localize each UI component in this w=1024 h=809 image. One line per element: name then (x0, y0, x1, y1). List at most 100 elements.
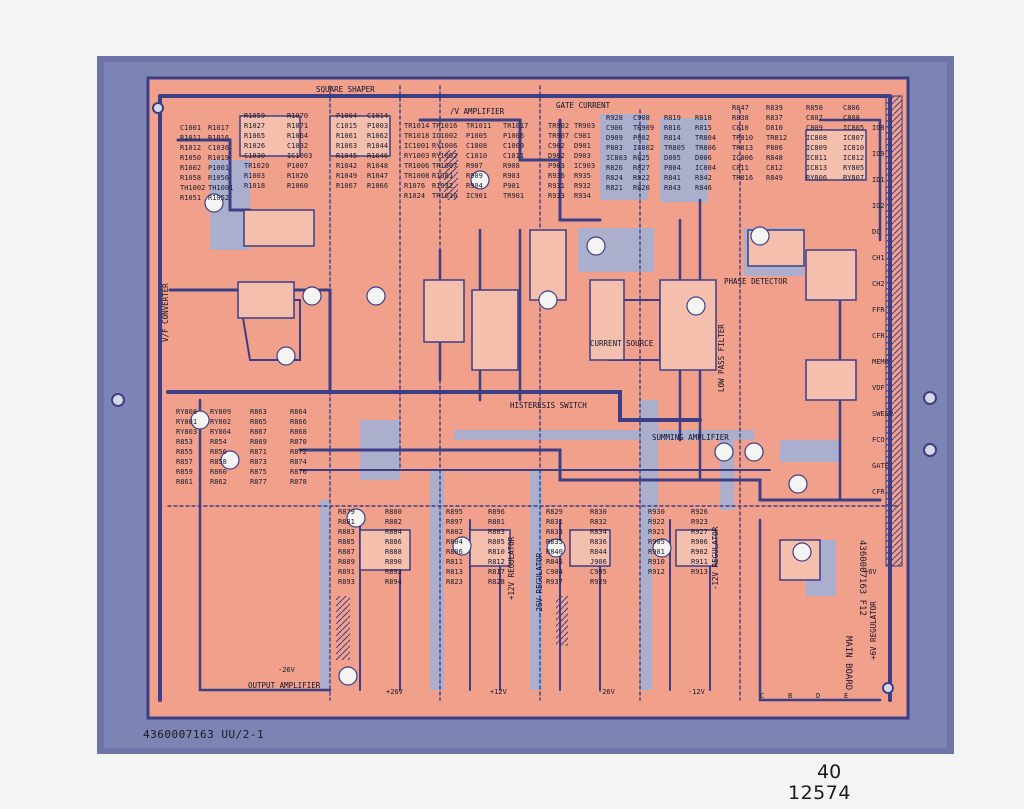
part-label: R1049 (336, 172, 357, 180)
part-label: R845 (546, 558, 563, 566)
part-label: TR909 (633, 124, 654, 132)
part-label: R872 (290, 448, 307, 456)
part-label: R1067 (336, 182, 357, 190)
part-label: R842 (695, 174, 712, 182)
part-label: R825 (633, 154, 650, 162)
part-label: TR812 (766, 134, 787, 142)
part-label: R1042 (336, 162, 357, 170)
section-reg-6p: +6V REGULATOR (869, 601, 878, 660)
part-label: R812 (488, 558, 505, 566)
part-label: R1024 (404, 192, 425, 200)
part-label: R806 (446, 548, 463, 556)
board-side-id: 4360007163 F12 (857, 540, 867, 616)
part-label: R1066 (367, 182, 388, 190)
part-label: R868 (290, 428, 307, 436)
part-label: IC811 (806, 154, 827, 162)
part-label: C1036 (208, 144, 229, 152)
part-label: TR901 (503, 192, 524, 200)
part-label: P803 (606, 144, 623, 152)
part-label: R861 (176, 478, 193, 486)
part-label: R1070 (287, 112, 308, 120)
part-label: R818 (695, 114, 712, 122)
part-label: C806 (843, 104, 860, 112)
part-label: R1065 (244, 132, 265, 140)
section-low-pass-filter: LOW PASS FILTER (717, 324, 726, 392)
part-label: IC804 (695, 164, 716, 172)
part-label: R1044 (367, 142, 388, 150)
ic-footprints (237, 115, 867, 581)
part-label: C904 (546, 568, 563, 576)
part-label: R817 (488, 568, 505, 576)
part-label: R887 (338, 548, 355, 556)
part-label: D903 (574, 152, 591, 160)
part-label: R1020 (287, 172, 308, 180)
part-label: C809 (806, 124, 823, 132)
part-label: P1007 (287, 162, 308, 170)
part-label: R875 (250, 468, 267, 476)
part-label: R863 (250, 408, 267, 416)
part-label: C1011 (503, 152, 524, 160)
part-label: R849 (766, 174, 783, 182)
part-label: R838 (732, 114, 749, 122)
part-label: R888 (385, 548, 402, 556)
part-label: R826 (606, 164, 623, 172)
part-label: R854 (210, 438, 227, 446)
part-label: R832 (590, 518, 607, 526)
part-label: R853 (176, 438, 193, 446)
part-label: P901 (503, 182, 520, 190)
section-phase-detector: PHASE DETECTOR (724, 277, 788, 286)
part-label: TR806 (695, 144, 716, 152)
part-label: P1001 (208, 164, 229, 172)
part-label: R913 (691, 568, 708, 576)
section-reg-12p: +12V REGULATOR (507, 536, 516, 600)
part-label: R1076 (404, 182, 425, 190)
part-label: R879 (338, 508, 355, 516)
part-label: C901 (574, 132, 591, 140)
part-label: R909 (466, 172, 483, 180)
part-label: R893 (338, 578, 355, 586)
part-label: R813 (446, 568, 463, 576)
terminal-labels: IO8IO9ID1IO2DCCH1CH2FFRCFRMEMOVDFSWEEPFC… (872, 124, 893, 496)
part-label: R801 (488, 518, 505, 526)
part-label: R824 (606, 174, 623, 182)
edge-connector (885, 95, 903, 567)
part-label: R843 (664, 184, 681, 192)
part-label: R901 (648, 548, 665, 556)
bottom-terminal-label: D (816, 692, 820, 700)
part-label: R882 (385, 518, 402, 526)
part-label: R923 (691, 518, 708, 526)
part-label: R831 (546, 518, 563, 526)
part-label: RY802 (210, 418, 231, 426)
part-label: R883 (338, 528, 355, 536)
part-label: R929 (590, 578, 607, 586)
part-label: IC903 (574, 162, 595, 170)
part-label: R889 (338, 558, 355, 566)
part-label: R865 (250, 418, 267, 426)
part-label: R844 (590, 548, 607, 556)
part-label: C905 (590, 568, 607, 576)
part-label: IC813 (806, 164, 827, 172)
part-label: C1010 (466, 152, 487, 160)
part-label: C1014 (367, 112, 388, 120)
terminal-label: MEMO (872, 358, 889, 366)
section-output-amplifier: OUTPUT AMPLIFIER (248, 681, 321, 690)
rail-p26: +26V (386, 688, 404, 696)
part-label: R855 (176, 448, 193, 456)
part-label: IC809 (806, 144, 827, 152)
section-labels: SQUARE SHAPER /V AMPLIFIER GATE CURRENT … (161, 85, 878, 690)
rail-m26: -26V (598, 688, 616, 696)
part-label: R1050 (180, 154, 201, 162)
part-label: C1008 (466, 142, 487, 150)
part-label: TR1006 (404, 162, 429, 170)
part-label: R815 (695, 124, 712, 132)
part-label: R908 (503, 162, 520, 170)
part-label: C810 (732, 124, 749, 132)
rail-p12: +12V (490, 688, 508, 696)
part-label: R877 (250, 478, 267, 486)
part-label: TR805 (664, 144, 685, 152)
part-label: RY803 (176, 428, 197, 436)
part-label: R1019 (208, 154, 229, 162)
part-label: R897 (446, 518, 463, 526)
part-label: D909 (606, 134, 623, 142)
part-label: R885 (338, 538, 355, 546)
